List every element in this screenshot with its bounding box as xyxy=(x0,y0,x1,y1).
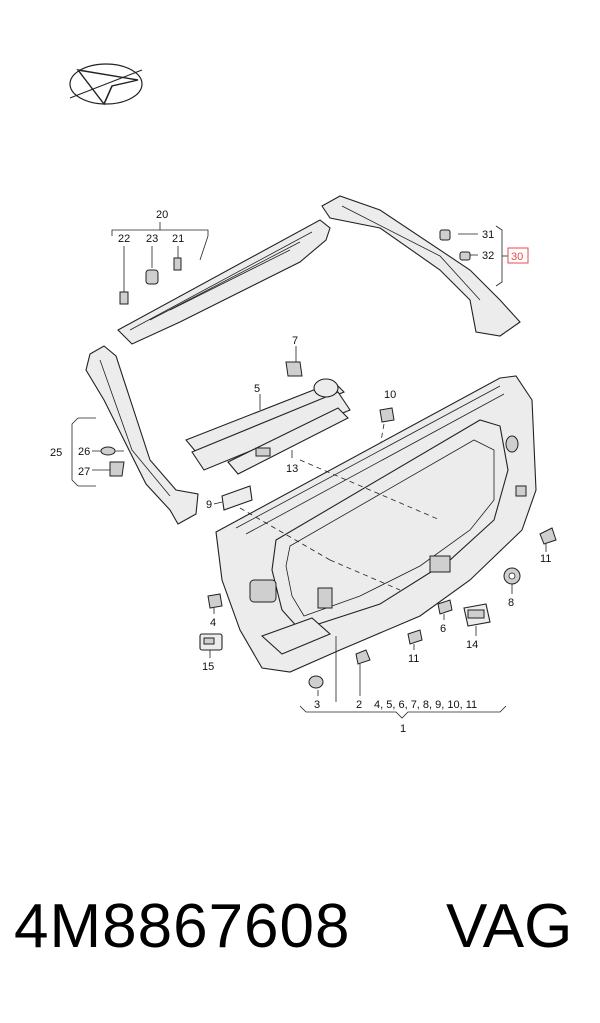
callout-11-mid: 11 xyxy=(408,653,419,665)
handle-bar-13 xyxy=(227,407,349,475)
connector-15 xyxy=(199,633,223,651)
clip-4 xyxy=(207,593,223,609)
upper-trim-panel xyxy=(117,219,331,345)
clip-6 xyxy=(437,599,453,615)
callout-1: 1 xyxy=(400,723,406,735)
callout-31: 31 xyxy=(482,229,494,241)
callout-4: 4 xyxy=(210,617,216,629)
callout-20: 20 xyxy=(156,209,168,221)
part-number: 4M8867608 xyxy=(14,892,351,961)
callout-21: 21 xyxy=(172,233,184,245)
callout-6: 6 xyxy=(440,623,446,635)
callout-22: 22 xyxy=(118,233,130,245)
callout-5: 5 xyxy=(254,383,260,395)
callout-3: 3 xyxy=(314,699,320,711)
tailgate-trim-panel xyxy=(215,375,537,673)
callout-30: 30 xyxy=(511,251,523,263)
clip-11-right xyxy=(539,527,557,545)
callout-11-right: 11 xyxy=(540,553,551,565)
grommet-8 xyxy=(503,567,521,585)
cap-3 xyxy=(308,675,324,689)
callout-27: 27 xyxy=(78,466,90,478)
direction-emblem-icon xyxy=(69,63,143,106)
callout-13: 13 xyxy=(286,463,298,475)
callout-2-group: 4, 5, 6, 7, 8, 9, 10, 11 xyxy=(374,699,477,711)
right-pillar-trim xyxy=(321,195,521,337)
clip-11-mid xyxy=(407,629,423,645)
callout-8: 8 xyxy=(508,597,514,609)
clip-2 xyxy=(355,649,371,665)
brand-label: VAG xyxy=(446,892,573,961)
callout-7: 7 xyxy=(292,335,298,347)
upper-strip xyxy=(185,381,351,471)
callout-25: 25 xyxy=(50,447,62,459)
left-pillar-trim xyxy=(85,345,199,525)
callout-9: 9 xyxy=(206,499,212,511)
callout-10: 10 xyxy=(384,389,396,401)
callout-23: 23 xyxy=(146,233,158,245)
callout-2: 2 xyxy=(356,699,362,711)
switch-14 xyxy=(463,603,491,627)
callout-14: 14 xyxy=(466,639,478,651)
clip-7 xyxy=(285,361,339,398)
plate-9 xyxy=(221,485,253,511)
callout-15: 15 xyxy=(202,661,214,673)
callout-32: 32 xyxy=(482,250,494,262)
clip-10 xyxy=(379,407,395,423)
highlight-box xyxy=(507,247,529,264)
callout-26: 26 xyxy=(78,446,90,458)
